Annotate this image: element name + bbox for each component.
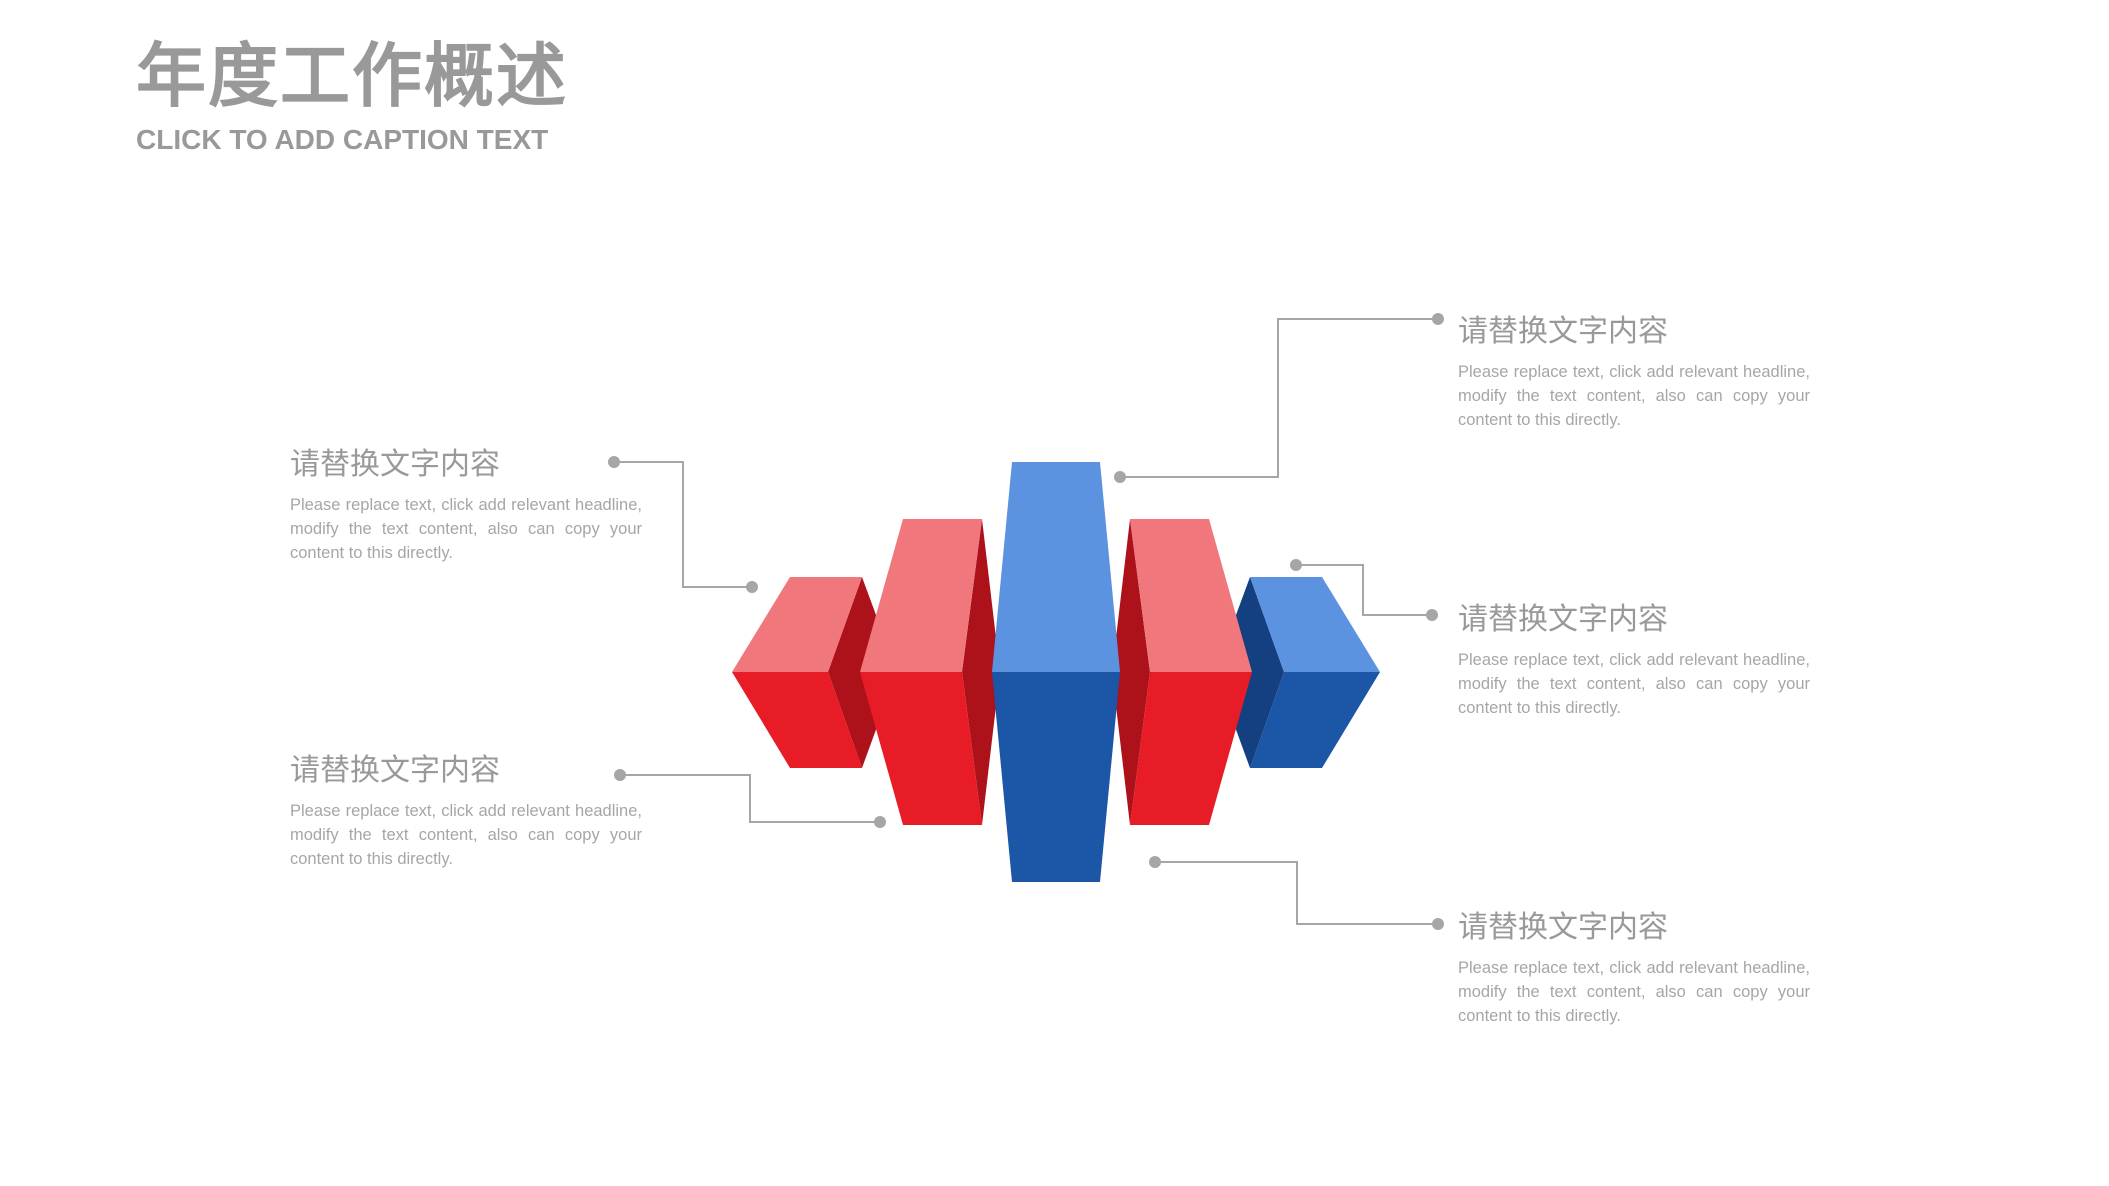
bar-side [1112, 519, 1150, 825]
connector-dot [746, 581, 758, 593]
connector-dot [608, 456, 620, 468]
connector-dot [1290, 559, 1302, 571]
page-subtitle: CLICK TO ADD CAPTION TEXT [136, 124, 549, 155]
connector-right-middle [1296, 564, 1432, 616]
bar-side [962, 519, 1000, 825]
block-body: Please replace text, click add relevant … [1458, 959, 1810, 1025]
text-block-left-top: 请替换文字内容 Please replace text, click add r… [290, 448, 642, 565]
bar-red-small-left [732, 577, 897, 768]
bar-front [992, 672, 1120, 882]
text-block-right-middle: 请替换文字内容 Please replace text, click add r… [1458, 603, 1810, 720]
connector-dots [608, 313, 1444, 930]
bar-front [732, 672, 862, 768]
connector-dot [614, 769, 626, 781]
bar-top [1250, 577, 1380, 672]
connector-dot [1149, 856, 1161, 868]
bar-top [1130, 519, 1252, 672]
bar-front [860, 672, 982, 825]
connector-right-top [1120, 318, 1438, 478]
block-title: 请替换文字内容 [1458, 910, 1668, 945]
block-title: 请替换文字内容 [1458, 314, 1668, 349]
block-title: 请替换文字内容 [290, 753, 500, 788]
block-body: Please replace text, click add relevant … [290, 802, 642, 868]
block-body: Please replace text, click add relevant … [1458, 651, 1810, 717]
bar-blue-small-right [1215, 577, 1380, 768]
block-body: Please replace text, click add relevant … [290, 496, 642, 562]
bar-front [1250, 672, 1380, 768]
bar-top [992, 462, 1120, 672]
connector-right-bottom [1155, 861, 1438, 925]
bar-red-tall-left [860, 519, 1000, 825]
bar-top [860, 519, 982, 672]
block-title: 请替换文字内容 [1458, 602, 1668, 637]
connector-left-top [614, 461, 752, 588]
connector-dot [1432, 918, 1444, 930]
bar-red-tall-right [1112, 519, 1252, 825]
bar-front [1130, 672, 1252, 825]
block-body: Please replace text, click add relevant … [1458, 363, 1810, 429]
connector-left-bottom [620, 774, 880, 823]
block-title: 请替换文字内容 [290, 447, 500, 482]
bar-top [732, 577, 862, 672]
page-title: 年度工作概述 [136, 35, 568, 117]
text-block-left-bottom: 请替换文字内容 Please replace text, click add r… [290, 754, 642, 871]
bar-blue-center [992, 462, 1120, 882]
text-block-right-bottom: 请替换文字内容 Please replace text, click add r… [1458, 911, 1810, 1028]
connector-dot [1114, 471, 1126, 483]
connector-dot [1432, 313, 1444, 325]
text-block-right-top: 请替换文字内容 Please replace text, click add r… [1458, 315, 1810, 432]
connector-dot [874, 816, 886, 828]
connector-lines [614, 318, 1438, 925]
connector-dot [1426, 609, 1438, 621]
